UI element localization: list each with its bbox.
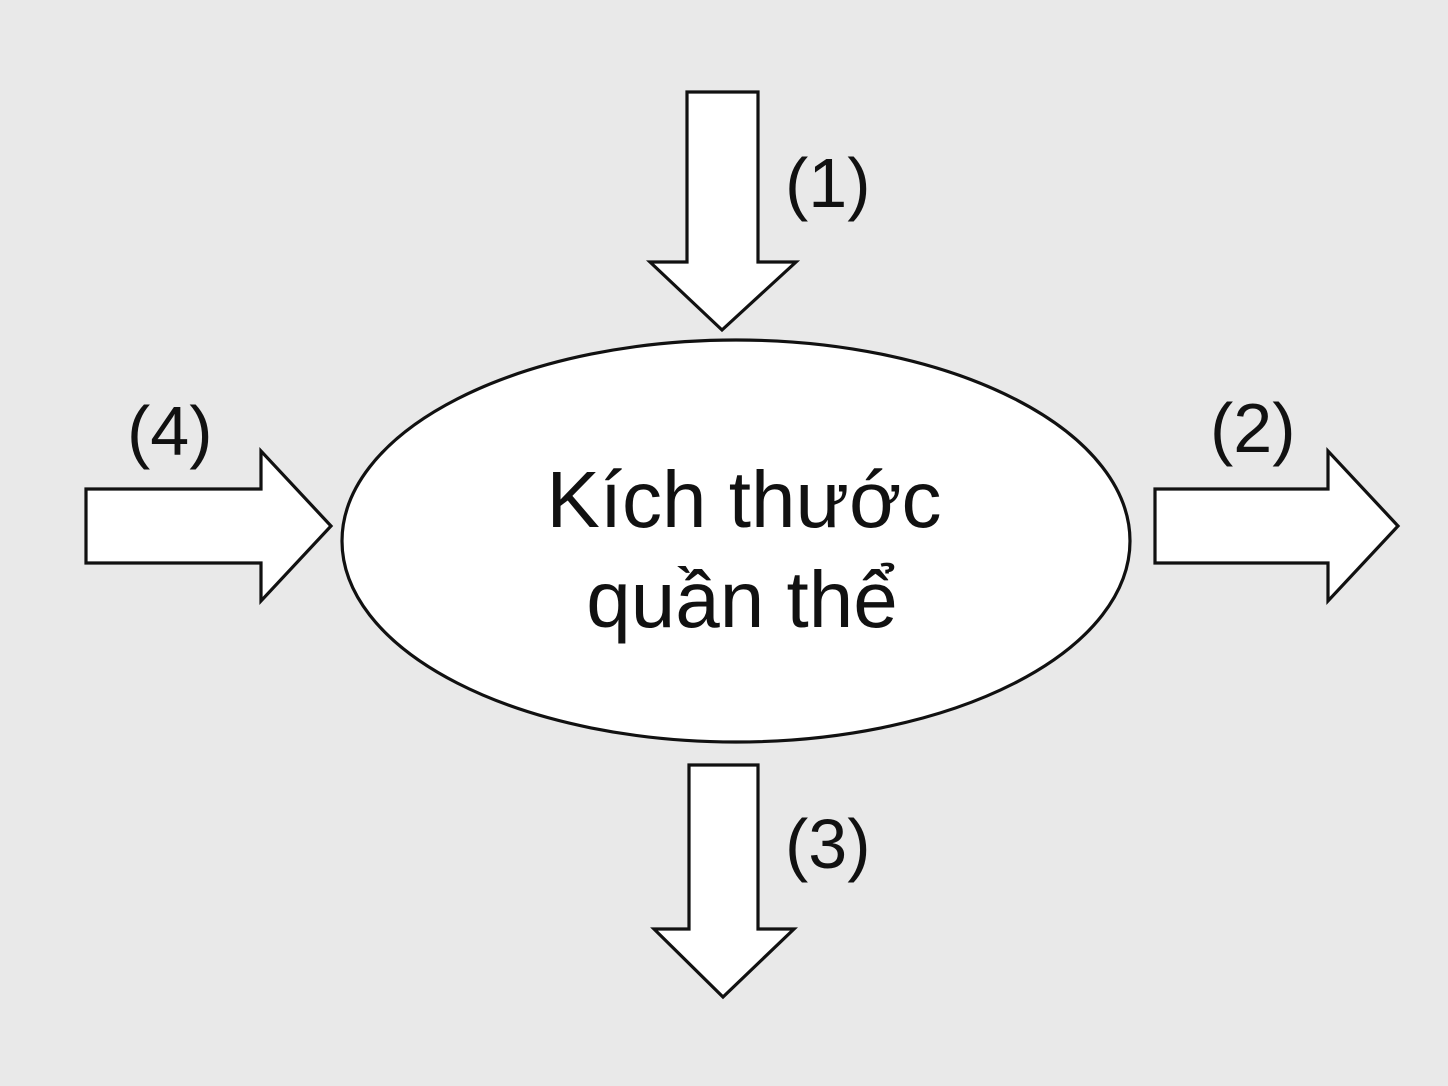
arrow-1-down-into-center (645, 90, 801, 333)
center-label-line-1: Kích thước (546, 455, 941, 544)
arrow-4-label: (4) (127, 392, 213, 470)
arrow-2-label: (2) (1210, 389, 1296, 467)
arrow-3-down-out-of-center (650, 763, 798, 1000)
population-size-ellipse (340, 338, 1132, 744)
center-label-line-2: quần thể (586, 555, 897, 644)
arrow-4-right-into-center (84, 446, 334, 606)
arrow-3-label: (3) (785, 805, 871, 883)
arrow-2-right-out-of-center (1153, 446, 1401, 606)
arrow-1-label: (1) (785, 144, 871, 222)
